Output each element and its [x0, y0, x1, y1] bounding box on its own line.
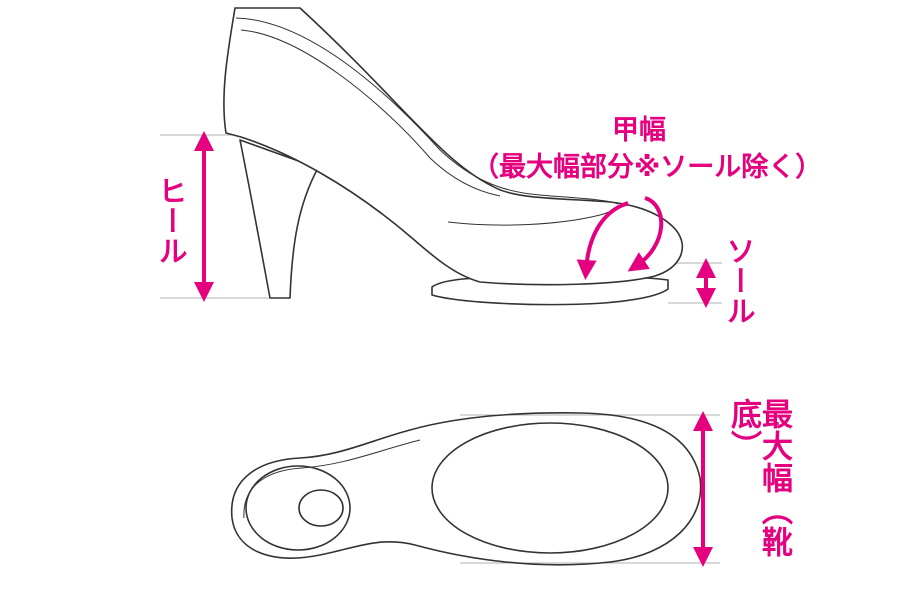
insole-outline — [230, 412, 702, 566]
heel-pad-outer — [245, 465, 351, 551]
collar-line — [235, 17, 619, 205]
shoe-body — [223, 7, 684, 286]
insole-inner-line — [243, 439, 421, 519]
instep-width-note: （最大幅部分※ソール除く） — [472, 152, 823, 183]
insole-top-view — [230, 412, 702, 566]
heel-pad-inner — [298, 489, 344, 527]
instep-arrow-right — [627, 196, 664, 272]
heel-height-label: ヒール — [154, 176, 188, 266]
max-width-label: 最大幅（靴底） — [725, 398, 792, 558]
instep-arrow-left — [576, 201, 629, 280]
sole-height-label: ソール — [722, 236, 756, 326]
instep-width-label: 甲幅 — [612, 115, 666, 146]
pump-side-view — [223, 7, 684, 306]
forefoot-pad — [431, 422, 669, 554]
inner-line — [240, 29, 501, 197]
heel-shape — [239, 139, 319, 299]
